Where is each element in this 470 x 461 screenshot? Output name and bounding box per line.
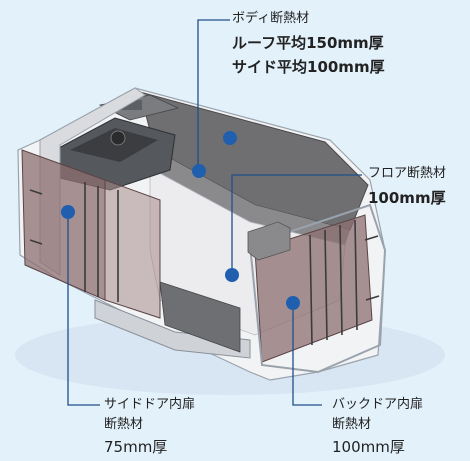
roof-thickness: ルーフ平均150mm厚 bbox=[232, 34, 384, 52]
back-door-thickness: 100mm厚 bbox=[332, 438, 405, 456]
back-door-title-line1: バックドア内扉 bbox=[332, 397, 424, 412]
floor-leader-line bbox=[231, 174, 362, 275]
body-insulation-callout: ボディ断熱材 ルーフ平均150mm厚 サイド平均100mm厚 bbox=[232, 9, 385, 79]
side-door-insulation-callout: サイドドア内扉 断熱材 75mm厚 bbox=[104, 395, 195, 459]
side-door-leader-line bbox=[67, 212, 100, 406]
back-door-hardware bbox=[309, 219, 380, 346]
side-door-hardware bbox=[29, 182, 119, 302]
side-door-marker-dot bbox=[61, 205, 75, 219]
back-door-title-line2: 断熱材 bbox=[332, 417, 372, 432]
side-thickness: サイド平均100mm厚 bbox=[232, 58, 385, 76]
body-marker-dot-2 bbox=[192, 164, 206, 178]
body-leader-line bbox=[197, 19, 230, 170]
leader-lines bbox=[67, 19, 362, 406]
back-door-insulation-callout: バックドア内扉 断熱材 100mm厚 bbox=[332, 395, 423, 459]
back-top-box bbox=[247, 221, 291, 261]
floor-insulation-callout: フロア断熱材 100mm厚 bbox=[368, 164, 446, 210]
side-door-title-line1: サイドドア内扉 bbox=[104, 397, 196, 412]
back-door-marker-dot bbox=[286, 296, 300, 310]
body-marker-dot bbox=[223, 131, 237, 145]
interior-bulkhead bbox=[159, 281, 241, 353]
floor-insulation-title: フロア断熱材 bbox=[368, 166, 447, 181]
body-insulation-title: ボディ断熱材 bbox=[232, 11, 310, 26]
back-door-frame bbox=[248, 203, 387, 374]
floor-marker-dot bbox=[225, 268, 239, 282]
side-door-title-line2: 断熱材 bbox=[104, 417, 144, 432]
side-door-frame bbox=[104, 179, 161, 319]
floor-thickness: 100mm厚 bbox=[368, 189, 446, 207]
roof-interior bbox=[150, 150, 350, 245]
back-door-leader-line bbox=[292, 303, 322, 406]
side-step bbox=[94, 299, 251, 359]
side-door-thickness: 75mm厚 bbox=[104, 438, 168, 456]
marker-dots bbox=[61, 131, 300, 310]
